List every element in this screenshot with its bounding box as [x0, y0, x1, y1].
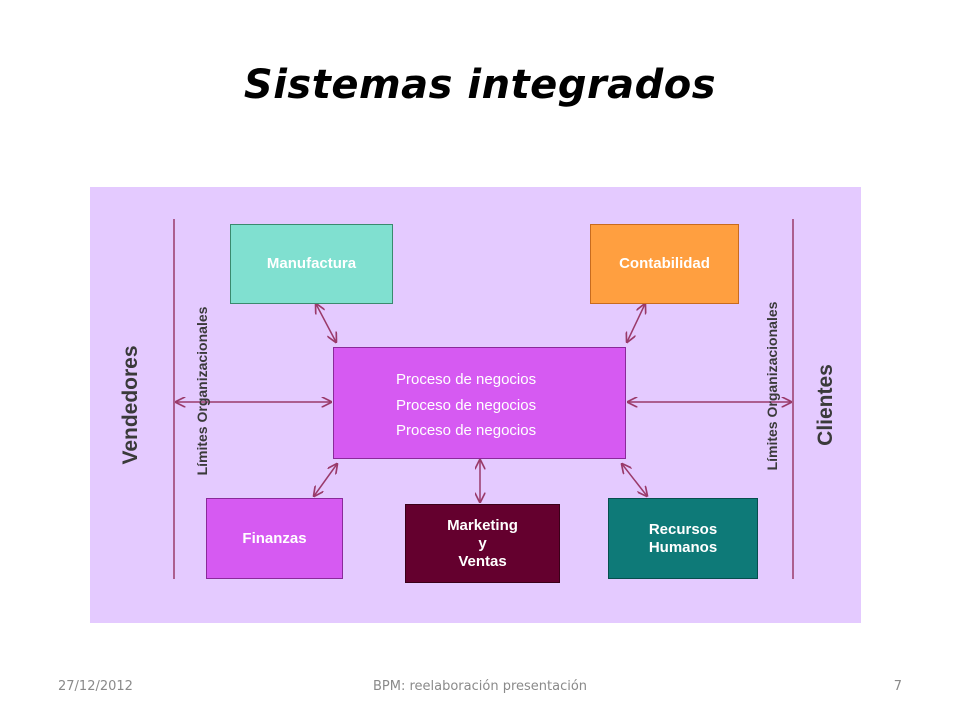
- contabilidad-label: Contabilidad: [619, 255, 710, 272]
- boundary-label-left: Límites Organizacionales: [194, 306, 210, 476]
- arrow-manufactura-process: [316, 304, 336, 342]
- contabilidad-box: Contabilidad: [590, 224, 739, 304]
- ventas-label: Ventas: [458, 552, 507, 570]
- recursos-label: Recursos: [648, 520, 718, 538]
- process-line-label: Proceso de negocios: [396, 397, 537, 414]
- footer-text: BPM: reelaboración presentación: [372, 679, 588, 694]
- finanzas-label: Finanzas: [242, 529, 307, 547]
- slide-title: Sistemas integrados: [243, 62, 717, 108]
- marketing-y-label: y: [478, 534, 487, 552]
- manufactura-label: Manufactura: [266, 255, 357, 272]
- arrow-process-finanzas: [314, 464, 337, 496]
- humanos-label: Humanos: [648, 538, 718, 556]
- arrow-contabilidad-process: [627, 304, 645, 342]
- page-number: 7: [893, 679, 902, 694]
- arrow-process-rrhh: [622, 464, 647, 496]
- clientes-label: Clientes: [814, 364, 837, 446]
- process-line-label: Proceso de negocios: [396, 371, 537, 388]
- marketing-label: Marketing: [447, 516, 518, 534]
- recursos-humanos-box: Recursos Humanos: [608, 498, 758, 579]
- manufactura-box: Manufactura: [230, 224, 393, 304]
- finanzas-box: Finanzas: [206, 498, 343, 579]
- footer-date: 27/12/2012: [58, 679, 133, 694]
- vendedores-label: Vendedores: [119, 345, 142, 465]
- marketing-ventas-box: Marketing y Ventas: [405, 504, 560, 583]
- boundary-label-right: Límites Organizacionales: [764, 301, 780, 471]
- integrated-systems-diagram: Vendedores Límites Organizacionales Lími…: [90, 187, 861, 623]
- business-process-box: Proceso de negocios Proceso de negocios …: [333, 347, 626, 459]
- process-line-label: Proceso de negocios: [396, 422, 537, 439]
